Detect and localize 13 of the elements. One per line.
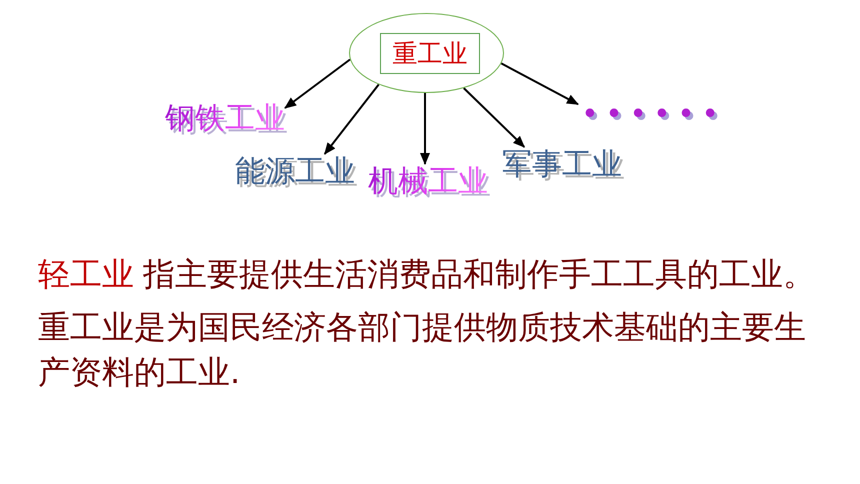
arrow xyxy=(284,58,351,109)
category-label: 军事工业 xyxy=(502,147,622,183)
title-box: 重工业 xyxy=(380,33,480,74)
ellipsis-label: …… xyxy=(578,65,722,119)
arrow xyxy=(463,87,526,148)
category-label: 能源工业 xyxy=(235,154,355,190)
term-label: 轻工业 xyxy=(38,254,134,295)
arrow xyxy=(324,84,380,155)
arrow xyxy=(500,62,579,106)
definition-text: 重工业是为国民经济各部门提供物质技术基础的主要生产资料的工业. xyxy=(38,307,807,393)
definition-text: 指主要提供生活消费品和制作手工工具的工业。 xyxy=(143,254,815,295)
arrow xyxy=(420,93,430,165)
category-ellipse xyxy=(349,13,504,93)
